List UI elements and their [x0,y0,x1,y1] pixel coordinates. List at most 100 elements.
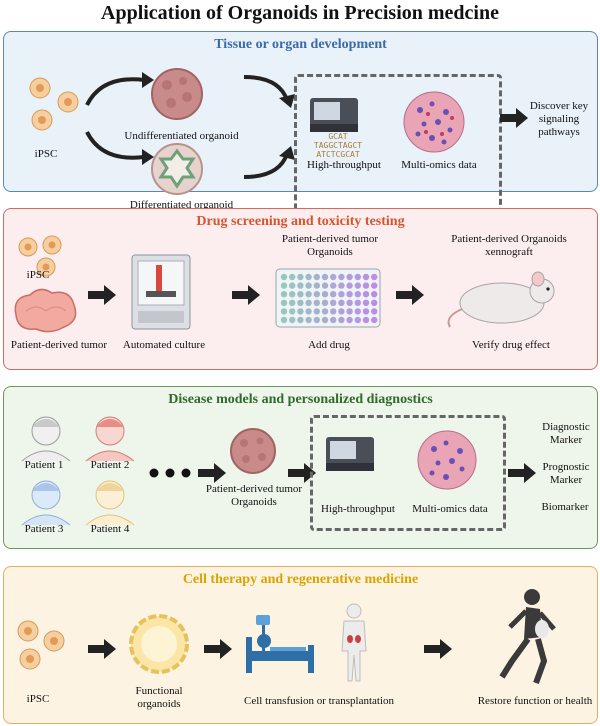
arrow-right-icon [88,639,116,659]
well [346,273,353,281]
curved-arrow-right-icon [243,75,295,108]
well [305,273,312,281]
well [289,299,296,306]
mouse-icon [447,271,555,328]
high-throughput-label: High-throughput [307,159,381,171]
well [321,291,329,298]
functional-organoid-icon [129,614,189,674]
well [338,291,345,298]
xenograft-label: Patient-derived Organoids xennograft [451,233,567,258]
arrow-right-icon [508,463,536,483]
well [362,299,370,306]
panel-drug-screening: Drug screening and toxicity testing iPSC… [3,208,598,370]
well [313,308,320,315]
well [280,299,288,306]
well [289,291,296,298]
human-body-icon [341,603,367,682]
figure-title: Application of Organoids in Precision me… [101,2,499,24]
undifferentiated-label: Undifferentiated organoid [124,130,239,142]
well [371,316,378,324]
well [280,308,288,315]
differentiated-organoid-icon [151,143,203,195]
diagnostic-marker-label: Diagnostic Marker [542,421,590,446]
arrow-right-icon [198,463,226,483]
well [289,316,296,324]
patient-tumor-label: Patient-derived tumor [10,339,108,351]
arrow-right-icon [204,639,232,659]
automated-culture-label: Automated culture [122,339,206,351]
well [289,308,296,315]
patient-4-icon [85,480,135,526]
panel-title: Drug screening and toxicity testing [196,214,405,229]
tumor-organoid-icon [230,428,276,474]
ipsc-label: iPSC [26,269,50,281]
well [371,273,378,281]
well [330,299,337,306]
high-throughput-label: High-throughput [321,503,395,515]
multi-omics-label: Multi-omics data [401,159,477,171]
panel-title: Disease models and personalized diagnost… [168,392,433,407]
tumor-icon [14,288,77,333]
well [297,282,304,289]
well [280,316,288,324]
well [354,282,361,289]
panel-title: Cell therapy and regenerative medicine [182,572,419,587]
well [346,316,353,324]
well [305,299,312,306]
well [330,316,337,324]
discover-pathways-label: Discover key signaling pathways [529,100,589,138]
hospital-bed-icon [246,615,314,673]
sequencer-icon [310,98,358,132]
ipsc-label: iPSC [26,693,50,705]
ellipsis-icon [149,468,191,478]
well [297,273,304,281]
well [371,291,378,298]
tumor-organoids-label: Patient-derived tumor Organoids [205,483,303,508]
well [338,282,345,289]
well [371,299,378,306]
well [305,316,312,324]
panel-title: Tissue or organ development [214,37,387,52]
well [362,316,370,324]
well [321,308,329,315]
patient-2-icon [85,416,135,462]
well [313,316,320,324]
well [371,282,378,289]
biomarker-label: Biomarker [541,501,589,513]
curved-arrow-up-icon [85,72,154,106]
well [346,282,353,289]
well [346,299,353,306]
well [338,308,345,315]
well-plate-icon [275,268,381,328]
arrow-right-icon [396,285,424,305]
ipsc-cells-icon [18,235,62,277]
arrow-right-icon [88,285,116,305]
well [354,273,361,281]
well [330,291,337,298]
well [321,299,329,306]
well [297,316,304,324]
well [354,291,361,298]
ipsc-label: iPSC [34,148,58,160]
verify-drug-label: Verify drug effect [472,339,550,351]
well [313,282,320,289]
tumor-organoids-label: Patient-derived tumor Organoids [281,233,379,258]
panel-cell-therapy: Cell therapy and regenerative medicine i… [3,566,598,724]
multi-omics-icon [403,91,465,153]
well [338,299,345,306]
restore-label: Restore function or health [477,695,593,707]
well [321,273,329,281]
panel-tissue-development: Tissue or organ development iPSC Undiffe… [3,31,598,212]
well [354,299,361,306]
ipsc-cells-icon [17,620,65,670]
well [362,273,370,281]
well [297,291,304,298]
well [346,291,353,298]
well [297,299,304,306]
arrow-right-icon [500,108,528,128]
patient-2-label: Patient 2 [90,459,130,471]
multi-omics-label: Multi-omics data [412,503,488,515]
patient-1-label: Patient 1 [24,459,64,471]
add-drug-label: Add drug [308,339,350,351]
well [313,291,320,298]
